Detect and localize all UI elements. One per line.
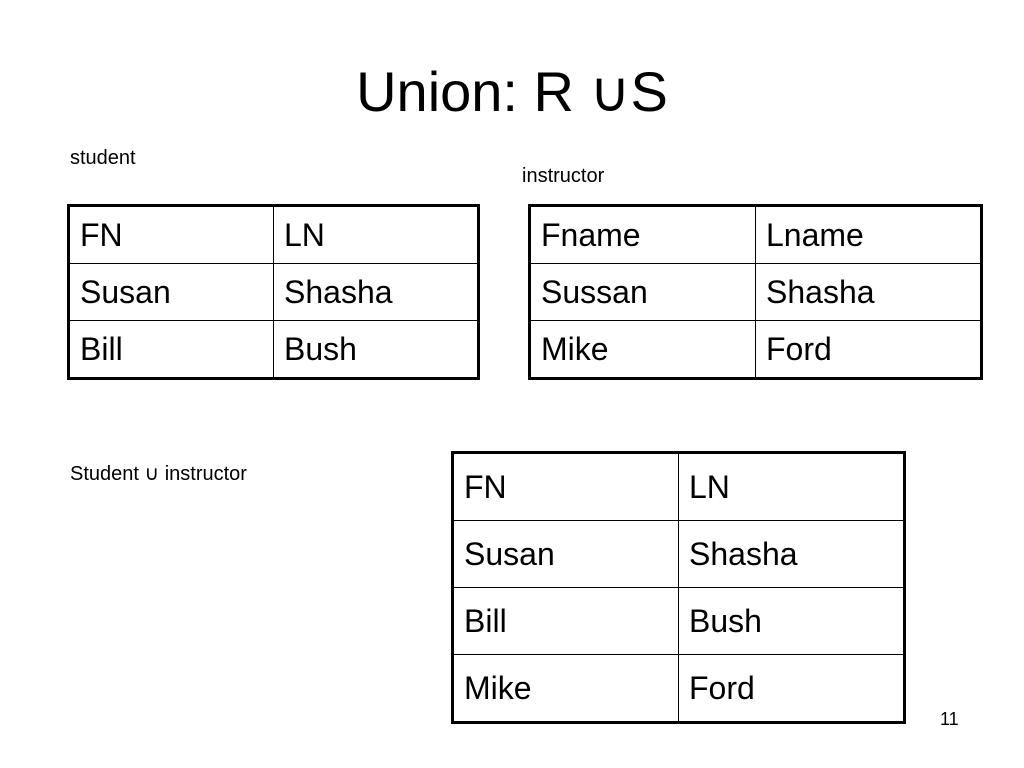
table-cell: Susan <box>68 263 274 321</box>
table-cell: Mike <box>529 320 756 379</box>
slide-title: Union: R ∪S <box>356 60 668 123</box>
table-cell: Shasha <box>273 263 479 321</box>
union-table-caption: Student ∪ instructor <box>70 463 247 485</box>
table-cell: Ford <box>678 654 905 723</box>
table-row: Mike Ford <box>452 654 905 723</box>
table-row: Mike Ford <box>529 320 982 379</box>
table-header-row: FN LN <box>68 205 479 264</box>
table-header-row: Fname Lname <box>529 205 982 264</box>
table-cell: Bill <box>452 587 679 655</box>
table-cell: Mike <box>452 654 679 723</box>
table-cell: Bush <box>273 320 479 379</box>
table-row: Susan Shasha <box>452 520 905 588</box>
table-cell: Bill <box>68 320 274 379</box>
student-table: FN LN Susan Shasha Bill Bush <box>67 204 480 380</box>
table-header-cell: LN <box>678 452 905 521</box>
instructor-table: Fname Lname Sussan Shasha Mike Ford <box>528 204 983 380</box>
table-cell: Shasha <box>678 520 905 588</box>
table-row: Bill Bush <box>452 587 905 655</box>
table-header-cell: FN <box>452 452 679 521</box>
table-cell: Susan <box>452 520 679 588</box>
table-header-cell: FN <box>68 205 274 264</box>
table-header-cell: Lname <box>755 205 982 264</box>
table-header-cell: Fname <box>529 205 756 264</box>
table-row: Bill Bush <box>68 320 479 379</box>
table-cell: Ford <box>755 320 982 379</box>
table-cell: Sussan <box>529 263 756 321</box>
page-number: 11 <box>940 709 959 729</box>
table-row: Sussan Shasha <box>529 263 982 321</box>
table-header-cell: LN <box>273 205 479 264</box>
table-header-row: FN LN <box>452 452 905 521</box>
student-table-caption: student <box>70 147 136 169</box>
table-cell: Bush <box>678 587 905 655</box>
union-result-table: FN LN Susan Shasha Bill Bush Mike Ford <box>451 451 906 724</box>
table-cell: Shasha <box>755 263 982 321</box>
instructor-table-caption: instructor <box>522 165 605 187</box>
table-row: Susan Shasha <box>68 263 479 321</box>
